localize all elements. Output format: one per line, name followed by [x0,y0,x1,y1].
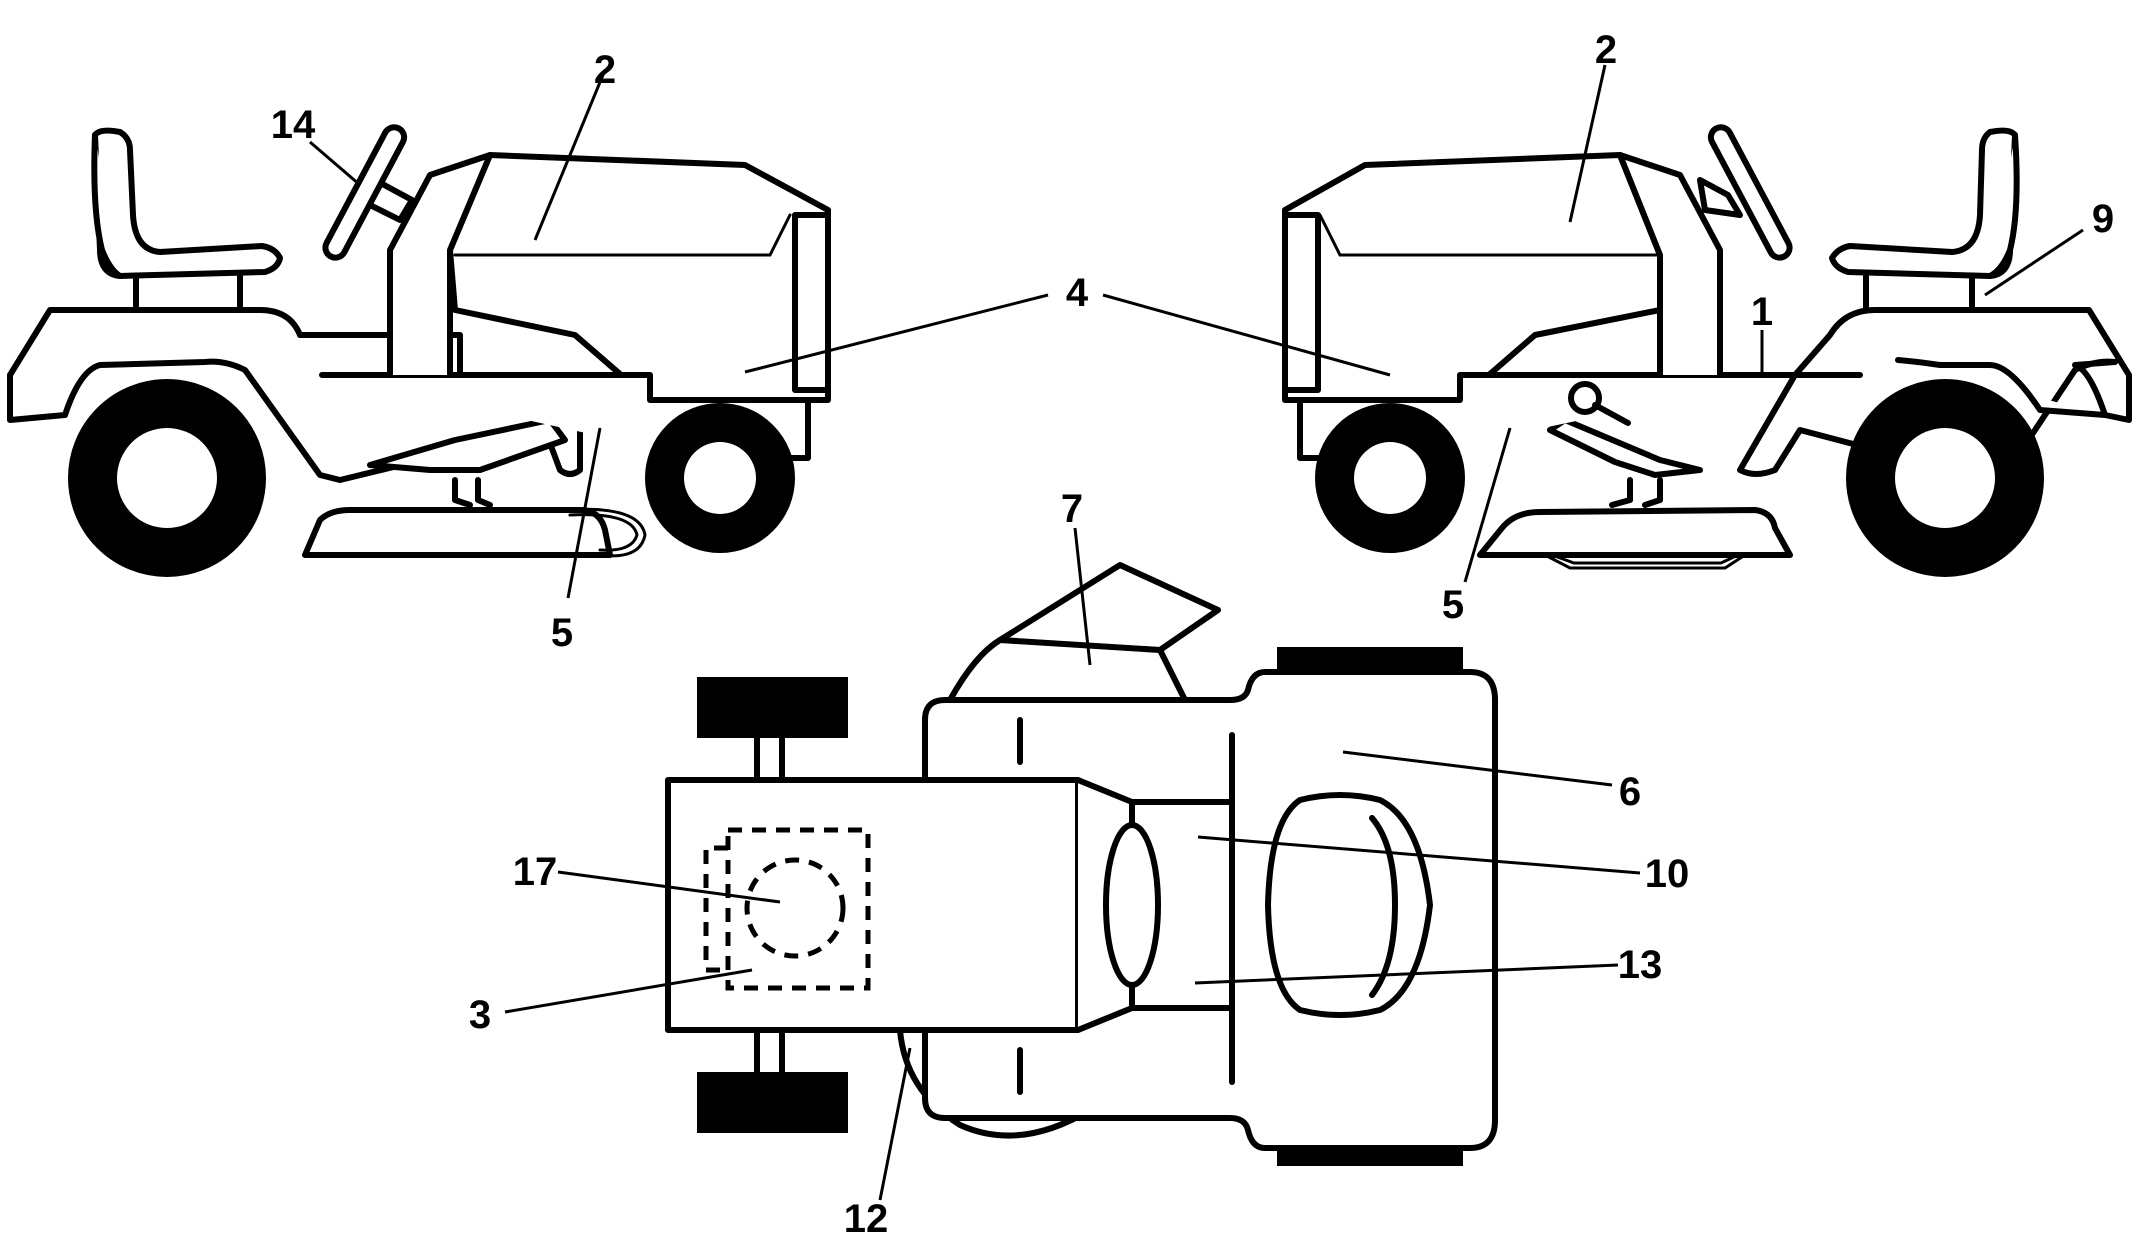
leader-2-right [1568,64,1607,223]
left-dash [387,152,493,378]
right-seat-back [1987,132,2020,279]
right-front-wheel-hub [1354,442,1426,514]
right-hood-panel-line [1318,213,1662,257]
callout-17: 17 [513,850,558,894]
top-front-axle-bottom [754,1027,785,1078]
leader-17 [557,870,781,904]
left-deck-hanger-front [452,477,473,508]
left-hood-panel-line [453,213,792,257]
left-seat-back [91,132,123,279]
callout-1: 1 [1751,290,1773,334]
right-dash [1617,152,1723,378]
leader-5-right [1463,427,1512,583]
callout-14: 14 [271,103,316,147]
right-rear-wheel-hub [1895,428,1995,528]
top-hood [665,777,1081,1033]
top-engine-circle [744,857,846,959]
right-fender-panel [1792,357,2108,418]
right-seat [1829,127,2018,279]
right-deck-chute-inner [1550,553,1740,565]
callout-5-right: 5 [1442,583,1464,627]
left-deck-chute [563,507,647,558]
top-seat [1265,792,1433,1018]
right-seat-post [1863,273,1975,313]
callout-9: 9 [2092,197,2114,241]
top-front-axle-top [754,732,785,783]
right-footrest [1547,417,1703,478]
callout-4: 4 [1066,271,1089,315]
right-hood [1282,152,1663,403]
callout-12: 12 [844,1197,889,1241]
right-steering-wheel [1707,124,1793,261]
leader-lines [309,64,2084,1201]
left-mower-deck [302,507,613,558]
callout-7: 7 [1061,487,1083,531]
leader-5-left [566,427,602,599]
left-steering-wheel [322,124,408,261]
right-deck-chute [1543,553,1747,570]
top-discharge-chute [947,562,1221,703]
leader-13 [1194,963,1619,985]
left-footrest [367,417,568,473]
top-chute-edge [997,637,1163,653]
left-front-wheel-hub [684,442,756,514]
right-deck-hanger [1609,477,1663,508]
left-rear-wheel-hub [117,428,217,528]
left-hood [447,152,831,403]
callout-6: 6 [1619,770,1641,814]
left-grille [792,212,831,393]
tractor-top-view [665,562,1498,1166]
tractor-left-side-view [7,124,831,577]
left-seat-post [133,273,243,313]
leader-3 [504,968,753,1014]
leader-2-left [533,69,607,241]
leader-4-right [1102,293,1391,377]
top-steering-wheel [1103,822,1161,988]
top-engine-outline [725,827,871,991]
top-front-wheel-top [697,677,848,738]
tractor-right-side-view [1282,124,2132,577]
callout-2-right: 2 [1595,28,1617,72]
right-control-lever [1592,402,1631,426]
callout-13: 13 [1618,943,1663,987]
leader-7 [1073,527,1092,666]
leader-12 [878,1047,912,1201]
callout-numbers: 2 2 14 9 1 4 5 5 7 6 10 17 13 3 12 [271,28,2114,1241]
callout-3: 3 [469,993,491,1037]
top-front-wheel-bottom [697,1072,848,1133]
leader-4-left [744,293,1049,374]
left-seat [92,127,283,279]
callout-5-left: 5 [551,611,573,655]
right-mower-deck [1477,507,1793,558]
left-deck-chute-inner [568,513,639,552]
callout-10: 10 [1645,852,1690,896]
top-engine-inner [703,845,728,973]
leader-9 [1984,228,2084,297]
leader-14 [309,140,361,187]
left-deck-hanger-rear [475,477,493,508]
callout-2-left: 2 [594,48,616,92]
right-grille [1282,212,1321,393]
leader-10 [1197,835,1641,875]
leader-6 [1342,750,1613,787]
right-steering-column [1697,177,1743,218]
